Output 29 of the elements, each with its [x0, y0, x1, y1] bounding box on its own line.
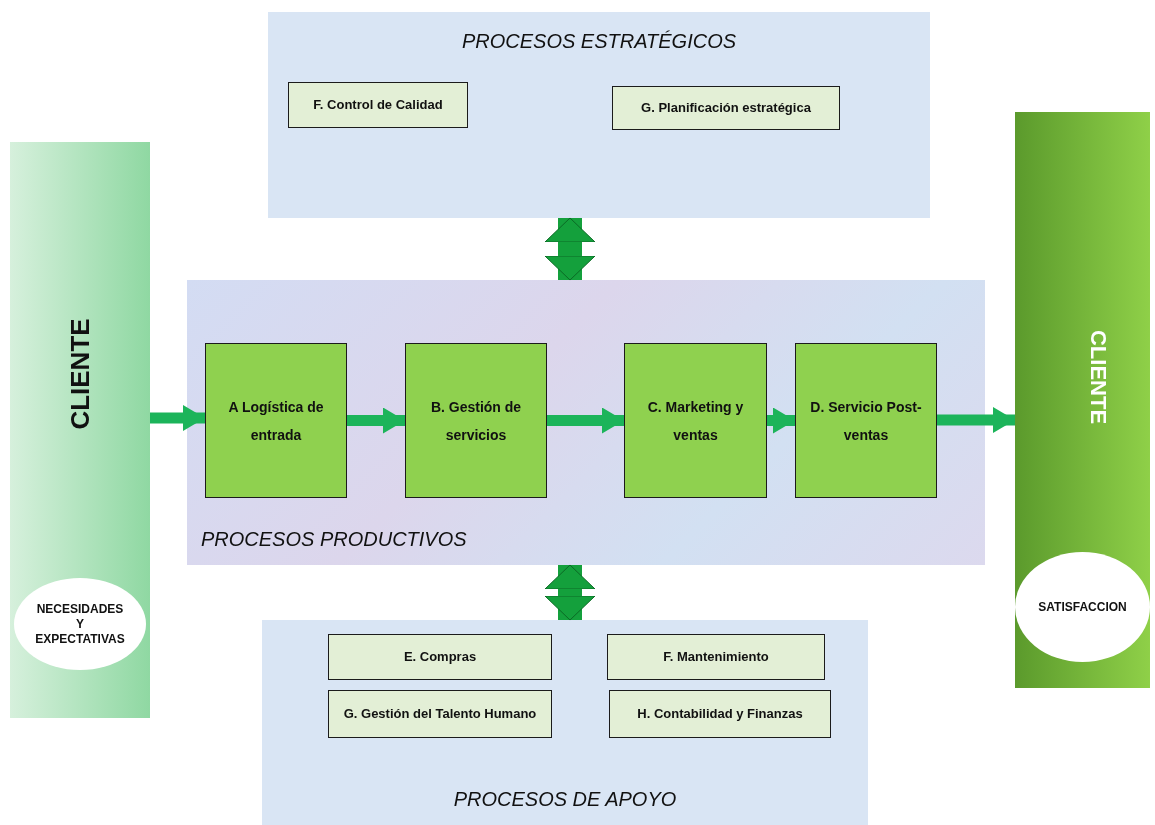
process-panel — [268, 12, 930, 218]
oval-label: NECESIDADES Y EXPECTATIVAS — [14, 578, 146, 670]
process-panel — [262, 620, 868, 825]
process-box: H. Contabilidad y Finanzas — [609, 690, 831, 738]
process-box: B. Gestión de servicios — [405, 343, 547, 498]
process-panel — [187, 280, 985, 565]
double-arrow — [544, 217, 596, 281]
process-box: G. Gestión del Talento Humano — [328, 690, 552, 738]
process-box: F. Control de Calidad — [288, 82, 468, 128]
client-label: CLIENTE — [1085, 329, 1111, 425]
panel-title: PROCESOS DE APOYO — [452, 788, 678, 811]
process-box: F. Mantenimiento — [607, 634, 825, 680]
process-box: D. Servicio Post-ventas — [795, 343, 937, 498]
panel-title: PROCESOS PRODUCTIVOS — [201, 528, 467, 551]
client-band — [10, 142, 150, 718]
arrow — [150, 405, 205, 431]
client-label: CLIENTE — [64, 318, 96, 430]
arrow — [347, 407, 405, 434]
arrow — [937, 407, 1015, 433]
client-band — [1015, 112, 1150, 688]
panel-title: PROCESOS ESTRATÉGICOS — [460, 30, 738, 53]
oval-label: SATISFACCION — [1015, 552, 1150, 662]
process-box: E. Compras — [328, 634, 552, 680]
process-box: G. Planificación estratégica — [612, 86, 840, 130]
arrow — [547, 407, 624, 434]
double-arrow — [544, 564, 596, 621]
process-box: A Logística de entrada — [205, 343, 347, 498]
process-box: C. Marketing y ventas — [624, 343, 767, 498]
arrow — [767, 407, 795, 434]
